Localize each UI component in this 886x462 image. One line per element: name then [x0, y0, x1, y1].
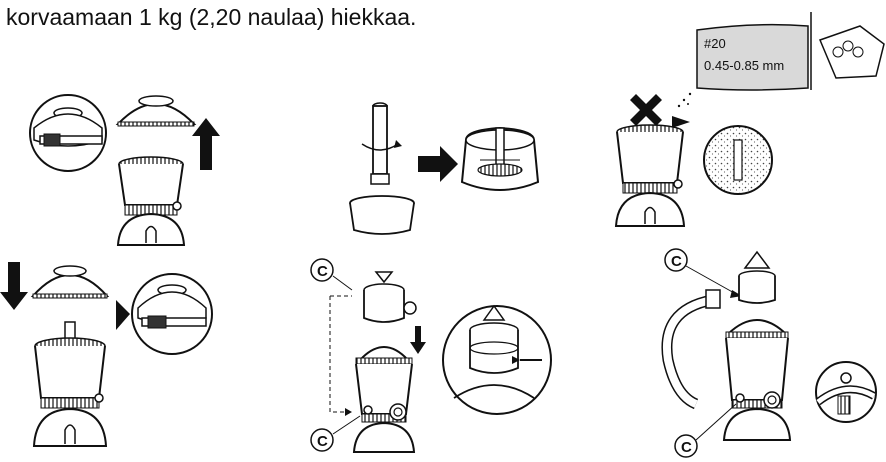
sand-bag: #20 0.45-0.85 mm — [696, 23, 809, 91]
sand-grade-label: #20 — [704, 36, 726, 51]
filter-pump-final — [722, 250, 792, 441]
step-insert-standpipe — [349, 102, 540, 235]
sand-size-label: 0.45-0.85 mm — [704, 58, 784, 73]
step-remove-lid — [29, 94, 220, 246]
step-attach-valve: C C — [310, 258, 552, 453]
tank-lid-lower — [30, 265, 110, 299]
filter-tank-sealing — [32, 321, 108, 447]
right-arrow-icon — [418, 146, 458, 182]
sand-particles — [677, 92, 692, 108]
callout-c-bottom-right: C — [674, 434, 698, 458]
callout-c-label: C — [317, 263, 328, 280]
callout-c-label: C — [681, 439, 692, 456]
filter-tank-filling — [614, 124, 686, 227]
hose-clamp-detail — [815, 361, 877, 423]
hose — [661, 289, 721, 410]
clamp-detail-circle — [29, 94, 107, 172]
sand-box — [818, 25, 885, 79]
up-arrow-icon — [192, 118, 220, 170]
sand-level-detail — [703, 125, 773, 195]
tank-rim-section — [349, 195, 415, 235]
callout-c-label: C — [671, 253, 682, 270]
callout-c-top-right: C — [664, 248, 688, 272]
instruction-text: korvaamaan 1 kg (2,20 naulaa) hiekkaa. — [6, 4, 417, 30]
down-arrow-small-icon — [410, 326, 426, 354]
standpipe — [370, 102, 390, 185]
valve-detail-circle — [442, 304, 552, 415]
filter-tank-open — [116, 156, 186, 246]
tank-with-laterals — [460, 126, 540, 191]
step-connect-hose: C C — [661, 248, 877, 458]
cross-icon — [630, 94, 662, 126]
clamp-detail-circle-lower — [131, 273, 213, 355]
multiport-valve — [363, 271, 417, 323]
filter-tank-assembled — [352, 346, 416, 453]
step-replace-lid — [0, 262, 213, 447]
down-arrow-icon — [0, 262, 28, 310]
callout-c-bottom: C — [310, 428, 334, 452]
callout-c-top: C — [310, 258, 334, 282]
right-pointer-icon — [116, 300, 130, 330]
step-fill-sand: #20 0.45-0.85 mm — [614, 12, 885, 227]
tank-lid — [115, 95, 197, 127]
callout-c-label: C — [317, 433, 328, 450]
